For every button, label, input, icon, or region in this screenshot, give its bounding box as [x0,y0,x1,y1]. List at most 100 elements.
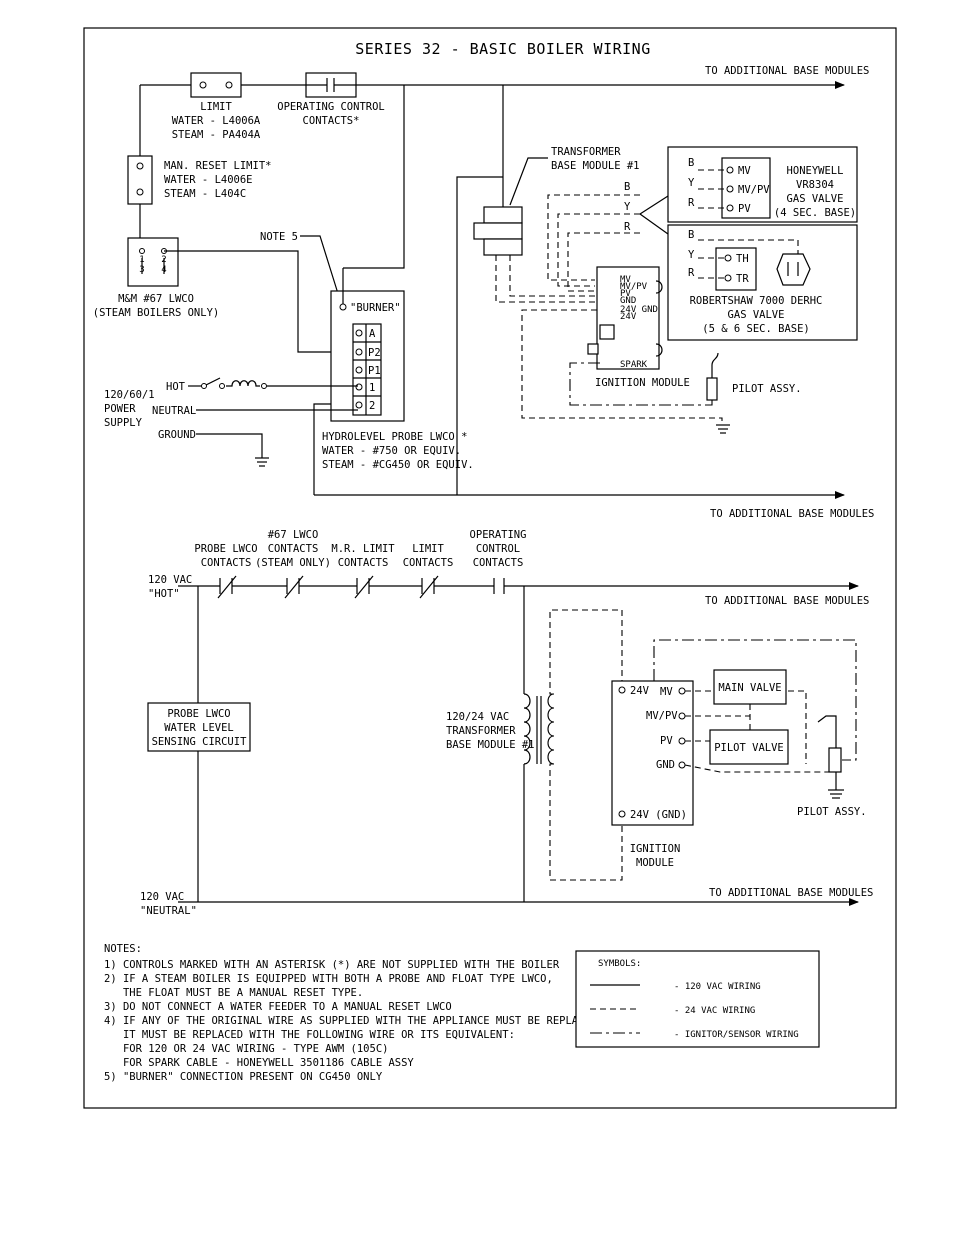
lad-mm67-2: CONTACTS [268,543,319,555]
top-pilot-assy [706,352,719,401]
probe-terminals [352,323,382,416]
lad-mod-mvpv: MV/PV [646,710,678,722]
operating-control-label: OPERATING CONTROL [277,101,384,113]
hw-term-pv: PV [738,203,751,215]
lad-pilot-assy [817,715,844,799]
mod-pin-mvpv: MV/PV [620,282,648,292]
probe-circuit-3: SENSING CIRCUIT [152,736,248,748]
hw-term-mv: MV [738,165,751,177]
burner-label: "BURNER" [350,302,401,314]
honeywell-1: HONEYWELL [787,165,844,177]
top-transformer-2: BASE MODULE #1 [551,160,640,172]
hydrolevel-label: HYDROLEVEL PROBE LWCO * [322,431,467,443]
lad-op-2: CONTROL [476,543,520,555]
top-to-additional-2: TO ADDITIONAL BASE MODULES [710,508,874,520]
mod-pin-spark: SPARK [620,360,648,370]
lad-mm67-3: (STEAM ONLY) [255,557,331,569]
rs-r: R [688,267,695,279]
lad-transformer-2: TRANSFORMER [446,725,516,737]
probe-circuit-2: WATER LEVEL [164,722,234,734]
power-2: POWER [104,403,136,415]
rs-y: Y [688,249,695,261]
lad-to-additional-2: TO ADDITIONAL BASE MODULES [709,887,873,899]
hot-rail [178,575,859,599]
lad-ignition-1: IGNITION [630,843,681,855]
hot-label: HOT [166,381,186,393]
hw-y: Y [688,177,695,189]
hw-term-mvpv: MV/PV [738,184,770,196]
symbol-120vac: - 120 VAC WIRING [674,982,761,992]
note-line-4: 3) DO NOT CONNECT A WATER FEEDER TO A MA… [104,1001,452,1013]
mod-pin-gnd: GND [620,296,636,306]
note-line-8: FOR SPARK CABLE - HONEYWELL 3501186 CABL… [104,1057,414,1069]
probe-term-a: A [369,328,376,340]
top-ignition-module [596,266,660,370]
limit-water: WATER - L4006A [172,115,261,127]
hydrolevel-steam: STEAM - #CG450 OR EQUIV. [322,459,474,471]
limit-label: LIMIT [200,101,232,113]
lad-pilot-label: PILOT ASSY. [797,806,867,818]
rs-term-tr: TR [736,273,749,285]
power-3: SUPPLY [104,417,143,429]
robertshaw-3: (5 & 6 SEC. BASE) [702,323,809,335]
pilot-valve-label: PILOT VALVE [714,742,784,754]
probe-term-p1: P1 [368,365,381,377]
hw-r: R [688,197,695,209]
lad-mod-pv: PV [660,735,673,747]
man-reset-limit [127,155,153,205]
main-valve-label: MAIN VALVE [718,682,781,694]
man-reset-steam: STEAM - L404C [164,188,246,200]
honeywell-3: GAS VALVE [787,193,844,205]
lad-mr-1: M.R. LIMIT [331,543,395,555]
honeywell-2: VR8304 [796,179,834,191]
lad-op-1: OPERATING [470,529,527,541]
probe-circuit-1: PROBE LWCO [167,708,230,720]
power-1: 120/60/1 [104,389,155,401]
mm67-pin-1: 1 [139,255,144,265]
rs-term-th: TH [736,253,749,265]
probe-term-2: 2 [369,400,375,412]
top-pilot-label: PILOT ASSY. [732,383,802,395]
lad-mod-gnd: GND [656,759,675,771]
lad-limit-1: LIMIT [412,543,444,555]
transformer-secondary-coil [547,693,555,765]
mm67-pin-4: 4 [161,265,166,275]
vac-neutral-1: 120 VAC [140,891,184,903]
symbol-ignitor: - IGNITOR/SENSOR WIRING [674,1030,799,1040]
limit-switch [190,72,242,98]
probe-term-1: 1 [369,382,375,394]
vac-neutral-2: "NEUTRAL" [140,905,197,917]
rs-b: B [688,229,694,241]
lad-mm67-1: #67 LWCO [268,529,319,541]
gas-valve-hex-icon [776,253,811,286]
lad-probe-1: PROBE LWCO [194,543,257,555]
note-line-2: 2) IF A STEAM BOILER IS EQUIPPED WITH BO… [104,973,553,985]
robertshaw-2: GAS VALVE [728,309,785,321]
neutral-label: NEUTRAL [152,405,196,417]
mod-pin-24vgnd: 24V GND [620,305,658,315]
note-line-3: THE FLOAT MUST BE A MANUAL RESET TYPE. [104,987,363,999]
mm67-label: M&M #67 LWCO [118,293,194,305]
man-reset-water: WATER - L4006E [164,174,253,186]
pilot-valve-box [709,729,789,765]
robertshaw-box [667,224,858,341]
symbols-header: SYMBOLS: [598,959,641,969]
mod-pin-24v: 24V [620,312,637,322]
lad-probe-2: CONTACTS [201,557,252,569]
lad-ignition-2: MODULE [636,857,674,869]
diagram-frame [83,27,897,1109]
vac-hot-2: "HOT" [148,588,180,600]
note-line-7: FOR 120 OR 24 VAC WIRING - TYPE AWM (105… [104,1043,388,1055]
top-transformer [473,206,523,256]
mm67-pin-3: 3 [139,265,144,275]
lad-mod-mv: MV [660,686,673,698]
ground-label: GROUND [158,429,196,441]
mm67-lwco [127,237,179,287]
honeywell-4: (4 SEC. BASE) [774,207,856,219]
lad-op-3: CONTACTS [473,557,524,569]
note-line-5: 4) IF ANY OF THE ORIGINAL WIRE AS SUPPLI… [104,1015,603,1027]
probe-term-p2: P2 [368,347,381,359]
note-line-6: IT MUST BE REPLACED WITH THE FOLLOWING W… [104,1029,515,1041]
symbols-legend [575,950,820,1048]
